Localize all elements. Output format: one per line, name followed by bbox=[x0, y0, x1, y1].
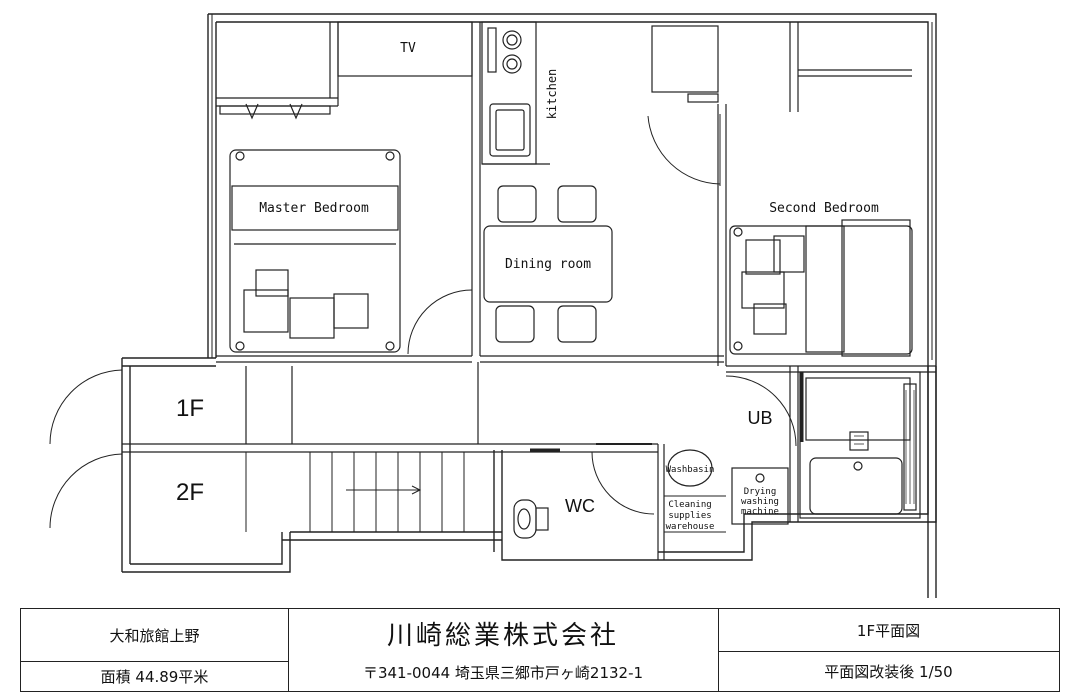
entrance-doors bbox=[49, 369, 123, 529]
washing-machine bbox=[731, 467, 789, 525]
floor-plan: TV kitchen Dining room Master Bedroom bbox=[49, 13, 937, 598]
kitchen-label: kitchen bbox=[545, 69, 559, 120]
windows bbox=[211, 14, 933, 452]
property-name: 大和旅館上野 bbox=[109, 626, 200, 645]
drying-label-1: Drying bbox=[744, 487, 777, 497]
wc-label: WC bbox=[565, 496, 595, 516]
toilet bbox=[513, 499, 549, 539]
drawing-note: 平面図改装後 1/50 bbox=[824, 662, 953, 681]
fridge bbox=[651, 25, 719, 93]
dining-set bbox=[483, 185, 613, 343]
cleaning-label-2: supplies bbox=[668, 511, 711, 521]
floor-2f-label: 2F bbox=[176, 479, 204, 506]
stairs bbox=[245, 452, 465, 532]
tv-label: TV bbox=[400, 41, 416, 56]
washbasin-label: Washbasin bbox=[666, 465, 715, 475]
master-bedroom-label: Master Bedroom bbox=[259, 201, 369, 216]
cleaning-label-3: warehouse bbox=[666, 522, 715, 532]
ub-label: UB bbox=[747, 408, 772, 428]
cleaning-label-1: Cleaning bbox=[668, 500, 711, 510]
closet bbox=[219, 103, 331, 120]
company-name: 川崎総業株式会社 bbox=[386, 620, 619, 651]
unit-bath bbox=[799, 371, 921, 519]
title-block: 大和旅館上野 面積 44.89平米 川崎総業株式会社 〒341-0044 埼玉県… bbox=[20, 608, 1060, 692]
wc-door bbox=[591, 451, 655, 515]
master-door bbox=[407, 289, 473, 355]
company-address: 〒341-0044 埼玉県三郷市戸ヶ崎2132-1 bbox=[362, 663, 644, 682]
second-bedroom-label: Second Bedroom bbox=[769, 201, 879, 216]
master-bed bbox=[229, 149, 401, 353]
second-bed bbox=[729, 219, 913, 357]
ub-door bbox=[725, 375, 797, 447]
washbasin bbox=[667, 449, 713, 487]
kitchen-counter bbox=[481, 21, 550, 165]
area-value: 面積 44.89平米 bbox=[100, 667, 209, 686]
floor-1f-label: 1F bbox=[176, 395, 204, 422]
tv-shelf bbox=[337, 21, 473, 77]
drying-label-2: washing bbox=[741, 497, 779, 507]
drying-label-3: machine bbox=[741, 507, 779, 517]
second-bedroom-door bbox=[647, 114, 721, 186]
drawing-title: 1F平面図 bbox=[856, 621, 921, 640]
dining-room-label: Dining room bbox=[505, 257, 591, 272]
interior-walls bbox=[122, 22, 936, 560]
